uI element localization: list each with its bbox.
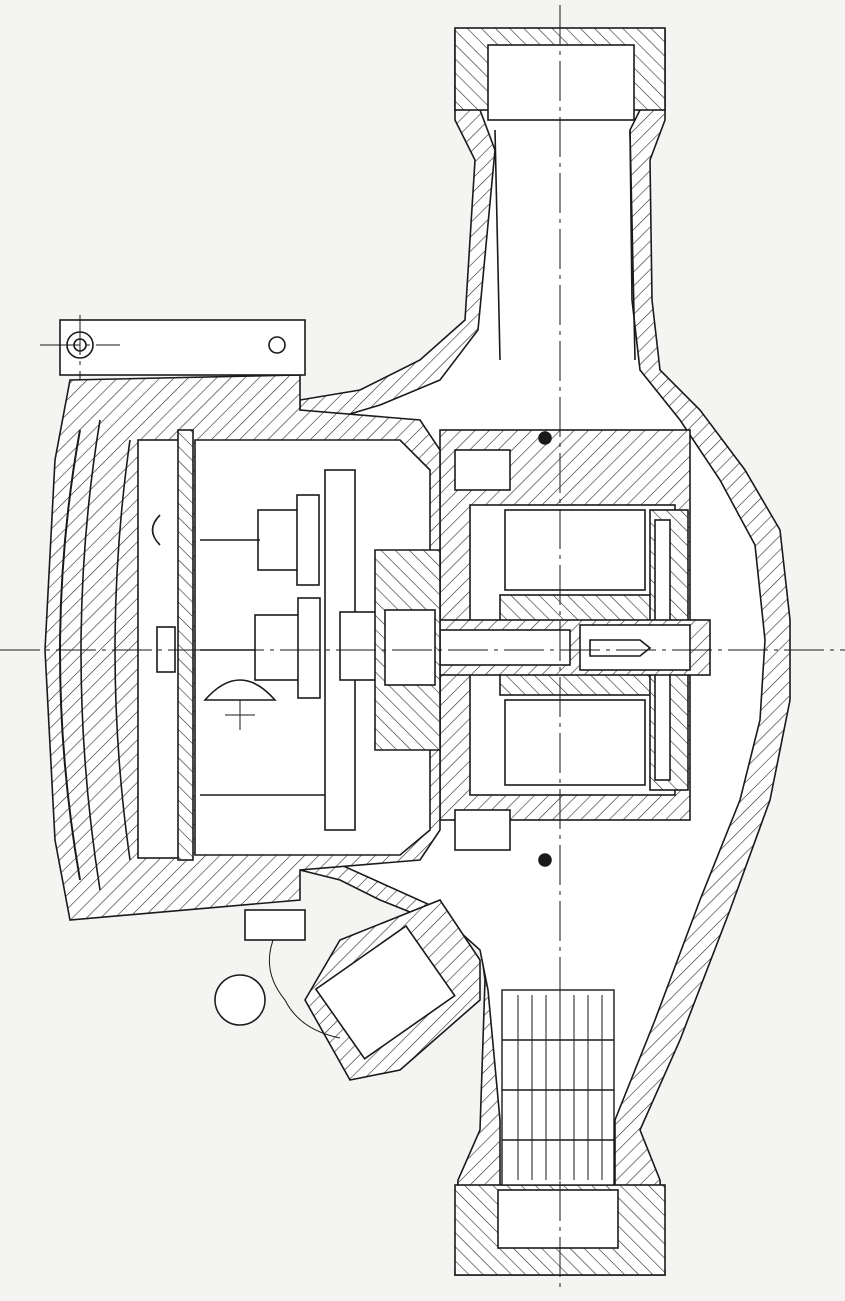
bottom-port-opening <box>497 1189 619 1249</box>
register-chamber <box>44 319 441 921</box>
top-port-opening <box>487 44 635 121</box>
inlet-nozzle-walls <box>494 129 636 361</box>
drain-plug-assembly <box>214 899 481 1081</box>
center-lines <box>0 5 845 1290</box>
seal-disc-icon <box>214 974 266 1026</box>
strainer-screen <box>501 989 615 1186</box>
